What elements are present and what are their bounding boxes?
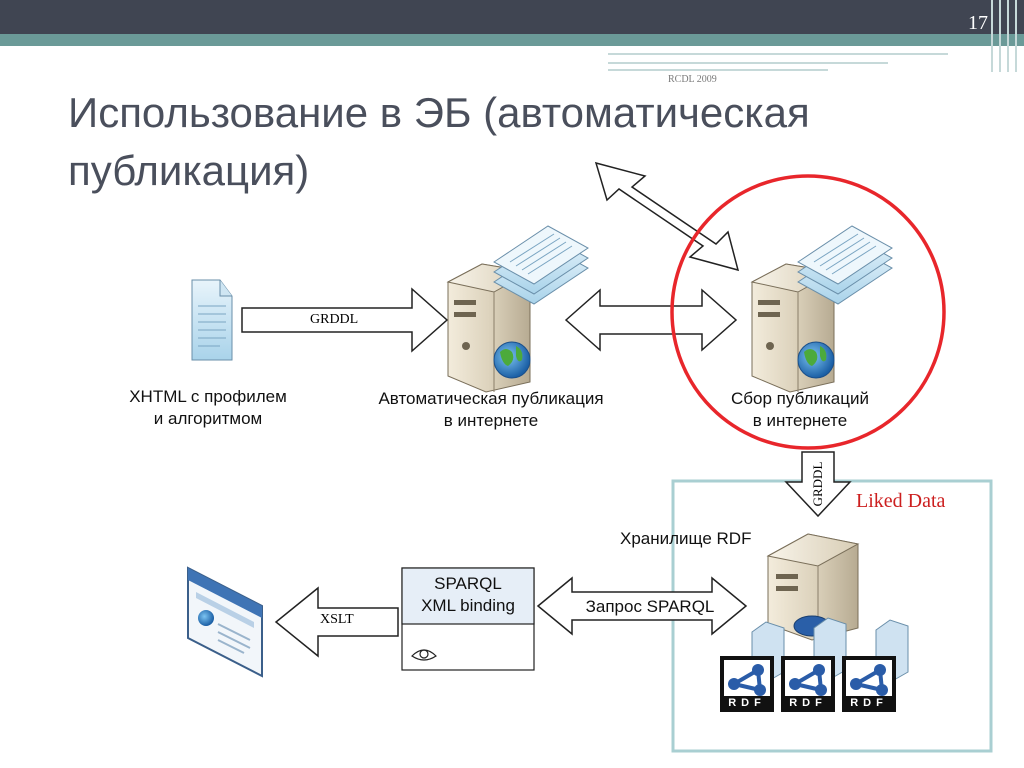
xslt-arrow: [274, 586, 399, 658]
grddl-arrow: [241, 287, 449, 353]
highlight-circle: [670, 174, 946, 450]
collect-publications-label-line-2: в интернете: [752, 411, 848, 430]
diagonal-bidirectional-arrow: [594, 161, 740, 272]
documents-stack-icon: [493, 225, 589, 305]
documents-stack-icon: [797, 225, 893, 305]
accent-stripe: [0, 34, 1024, 46]
browser-window-icon: [187, 566, 263, 678]
header-note: RCDL 2009: [668, 74, 717, 85]
rdf-storage-label: Хранилище RDF: [620, 529, 752, 548]
top-bar: [0, 0, 1024, 34]
sparql-query-label: Запрос SPARQL: [585, 597, 715, 616]
title-line-2: публикация): [68, 147, 310, 194]
source-label: XHTML с профилем и алгоритмом: [88, 386, 328, 430]
rdf-logo-text: RDF: [728, 697, 766, 709]
deco-vertical-lines: [991, 0, 1017, 72]
page-number: 17: [968, 12, 988, 34]
eye-icon: [411, 649, 437, 661]
auto-publication-label-line-1: Автоматическая публикация: [378, 389, 604, 408]
server-rdf-storage: [766, 533, 860, 641]
globe-icon: [797, 341, 835, 379]
grddl-arrow-label: GRDDL: [310, 312, 359, 327]
sparql-box-line-1: SPARQL: [434, 574, 502, 593]
rdf-logo-icon: [781, 656, 835, 712]
bidirectional-arrow: [564, 288, 738, 352]
document-icon: [191, 279, 233, 361]
grddl-down-arrow: [784, 451, 852, 518]
collect-publications-label-line-1: Сбор публикаций: [731, 389, 869, 408]
auto-publication-label-line-2: в интернете: [443, 411, 539, 430]
source-label-line-2: и алгоритмом: [153, 409, 263, 428]
sparql-bidirectional-arrow: [536, 576, 748, 636]
deco-line: [608, 62, 888, 64]
auto-publication-label: Автоматическая публикация в интернете: [340, 388, 642, 432]
source-label-line-1: XHTML с профилем: [129, 387, 287, 406]
rdf-logo-icon: [720, 656, 774, 712]
collect-publications-label: Сбор публикаций в интернете: [694, 388, 906, 432]
rdf-logo-text: RDF: [789, 697, 827, 709]
slide-title: Использование в ЭБ (автоматическая публи…: [68, 84, 968, 200]
sparql-box-line-2: XML binding: [421, 596, 515, 615]
globe-icon: [493, 341, 531, 379]
grddl-vertical-label: GRDDL: [810, 461, 825, 507]
xslt-arrow-label: XSLT: [320, 612, 354, 627]
title-line-1: Использование в ЭБ (автоматическая: [68, 89, 810, 136]
rdf-logo-icon: [842, 656, 896, 712]
rdf-logo-text: RDF: [850, 697, 888, 709]
deco-line: [608, 53, 948, 55]
deco-line: [608, 69, 828, 71]
sparql-box-label: SPARQL XML binding: [402, 573, 534, 617]
linked-data-label: Liked Data: [856, 490, 946, 512]
